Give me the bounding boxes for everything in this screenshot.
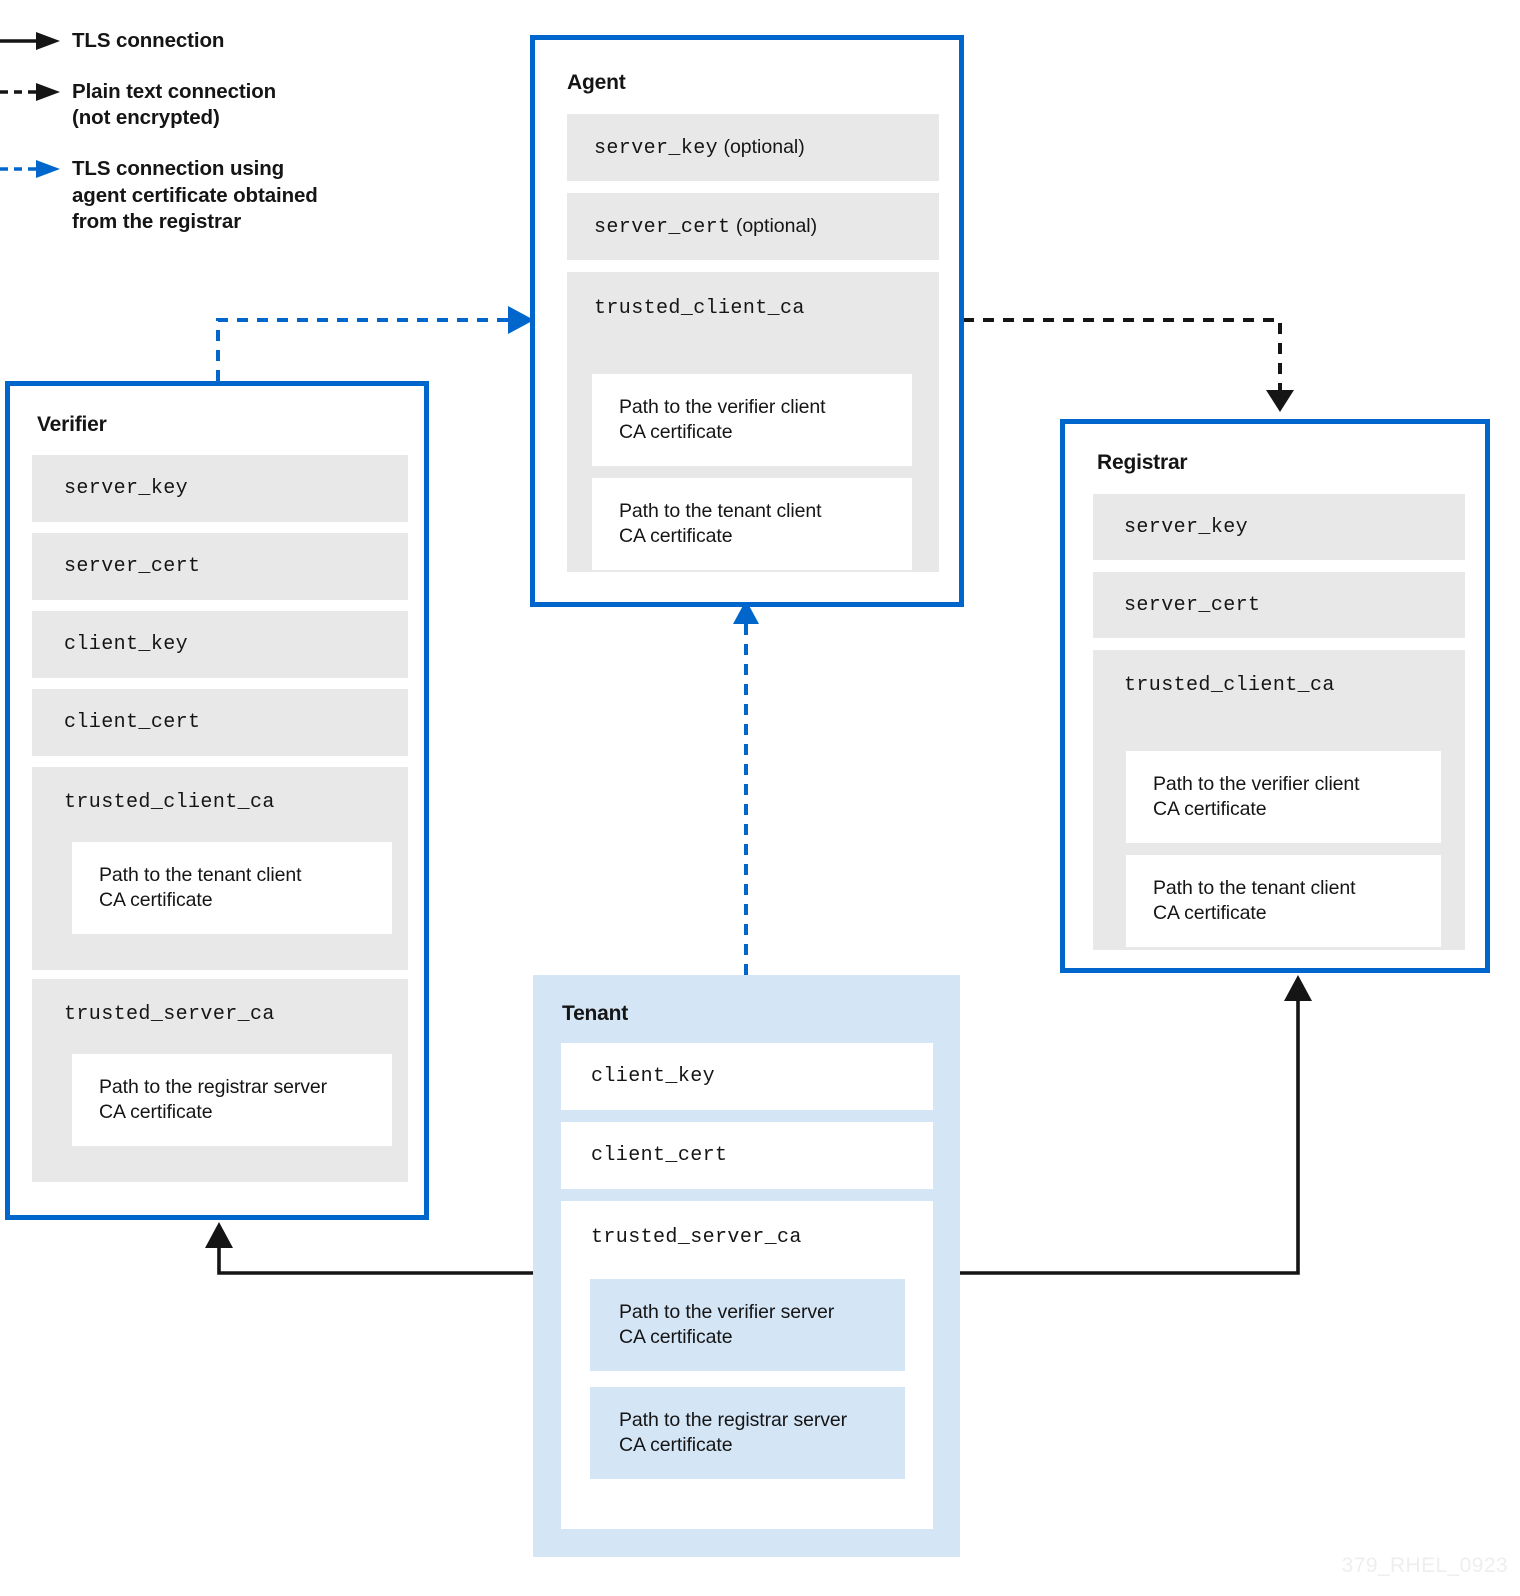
agent-row-label: server_key (optional): [594, 135, 805, 160]
node-verifier: Verifier server_key server_cert client_k…: [5, 381, 429, 1220]
legend-item-tls-agent-cert: TLS connection using agent certificate o…: [0, 156, 430, 236]
node-agent: Agent server_key (optional) server_cert …: [530, 35, 964, 607]
agent-group-item-text: Path to the tenant client CA certificate: [619, 500, 822, 547]
registrar-row-server-cert: server_cert: [1093, 572, 1465, 638]
verifier-group-title: trusted_server_ca: [64, 1003, 275, 1026]
connector-tenant-to-registrar: [960, 975, 1312, 1275]
verifier-row-label: client_key: [64, 633, 189, 656]
tenant-row-client-key: client_key: [561, 1043, 933, 1110]
registrar-group-item-text: Path to the tenant client CA certificate: [1153, 877, 1356, 924]
registrar-row-server-key: server_key: [1093, 494, 1465, 560]
tenant-row-label: client_cert: [591, 1144, 728, 1167]
legend-item-tls: TLS connection: [0, 28, 430, 55]
verifier-group-title: trusted_client_ca: [64, 791, 275, 814]
agent-row-label: server_cert (optional): [594, 214, 818, 239]
tenant-group-item: Path to the verifier server CA certifica…: [590, 1279, 905, 1371]
tenant-group-item: Path to the registrar server CA certific…: [590, 1387, 905, 1479]
verifier-row-label: server_cert: [64, 555, 201, 578]
agent-group-item: Path to the tenant client CA certificate: [592, 478, 912, 570]
registrar-group-item-text: Path to the verifier client CA certifica…: [1153, 773, 1360, 820]
legend-item-label: TLS connection using agent certificate o…: [72, 156, 318, 234]
verifier-group-item: Path to the tenant client CA certificate: [72, 842, 392, 934]
dashed-arrow-blue-icon: [0, 158, 62, 180]
verifier-group-item: Path to the registrar server CA certific…: [72, 1054, 392, 1146]
node-agent-title: Agent: [567, 71, 626, 94]
solid-arrow-black-icon: [0, 30, 62, 52]
legend-item-label: TLS connection: [72, 29, 225, 52]
registrar-group-trusted-client-ca: trusted_client_ca Path to the verifier c…: [1093, 650, 1465, 950]
connector-verifier-to-agent: [216, 306, 534, 381]
node-verifier-title: Verifier: [37, 413, 107, 436]
tenant-group-item-text: Path to the verifier server CA certifica…: [619, 1301, 835, 1348]
connector-tenant-to-agent: [733, 600, 759, 975]
node-tenant-title: Tenant: [562, 1002, 629, 1025]
agent-row-server-cert: server_cert (optional): [567, 193, 939, 260]
tenant-group-item-text: Path to the registrar server CA certific…: [619, 1409, 848, 1456]
node-registrar-title: Registrar: [1097, 451, 1188, 474]
registrar-group-title: trusted_client_ca: [1124, 674, 1335, 697]
agent-group-trusted-client-ca: trusted_client_ca Path to the verifier c…: [567, 272, 939, 572]
registrar-row-label: server_key: [1124, 515, 1249, 539]
agent-group-item: Path to the verifier client CA certifica…: [592, 374, 912, 466]
verifier-row-label: client_cert: [64, 711, 201, 734]
verifier-row-label: server_key: [64, 477, 189, 500]
agent-group-item-text: Path to the verifier client CA certifica…: [619, 396, 826, 443]
verifier-row-server-cert: server_cert: [32, 533, 408, 600]
verifier-row-server-key: server_key: [32, 455, 408, 522]
agent-row-server-key: server_key (optional): [567, 114, 939, 181]
legend-item-label: Plain text connection (not encrypted): [72, 79, 277, 130]
verifier-group-item-text: Path to the tenant client CA certificate: [99, 864, 302, 911]
tenant-group-title: trusted_server_ca: [591, 1226, 802, 1249]
connector-tenant-to-verifier: [205, 1222, 533, 1275]
legend: TLS connection Plain text connection (no…: [0, 28, 430, 260]
watermark: 379_RHEL_0923: [1341, 1554, 1508, 1577]
verifier-row-client-key: client_key: [32, 611, 408, 678]
verifier-row-client-cert: client_cert: [32, 689, 408, 756]
connector-agent-to-registrar: [963, 318, 1294, 412]
verifier-group-trusted-server-ca: trusted_server_ca Path to the registrar …: [32, 979, 408, 1182]
tenant-row-label: client_key: [591, 1065, 716, 1088]
node-tenant: Tenant client_key client_cert trusted_se…: [533, 975, 960, 1557]
verifier-group-trusted-client-ca: trusted_client_ca Path to the tenant cli…: [32, 767, 408, 970]
agent-group-title: trusted_client_ca: [594, 297, 805, 320]
dashed-arrow-black-icon: [0, 81, 62, 103]
registrar-group-item: Path to the verifier client CA certifica…: [1126, 751, 1441, 843]
tenant-group-trusted-server-ca: trusted_server_ca Path to the verifier s…: [561, 1201, 933, 1529]
verifier-group-item-text: Path to the registrar server CA certific…: [99, 1076, 328, 1123]
registrar-group-item: Path to the tenant client CA certificate: [1126, 855, 1441, 947]
node-registrar: Registrar server_key server_cert trusted…: [1060, 419, 1490, 973]
registrar-row-label: server_cert: [1124, 593, 1261, 617]
legend-item-plain-text: Plain text connection (not encrypted): [0, 79, 430, 132]
tenant-row-client-cert: client_cert: [561, 1122, 933, 1189]
